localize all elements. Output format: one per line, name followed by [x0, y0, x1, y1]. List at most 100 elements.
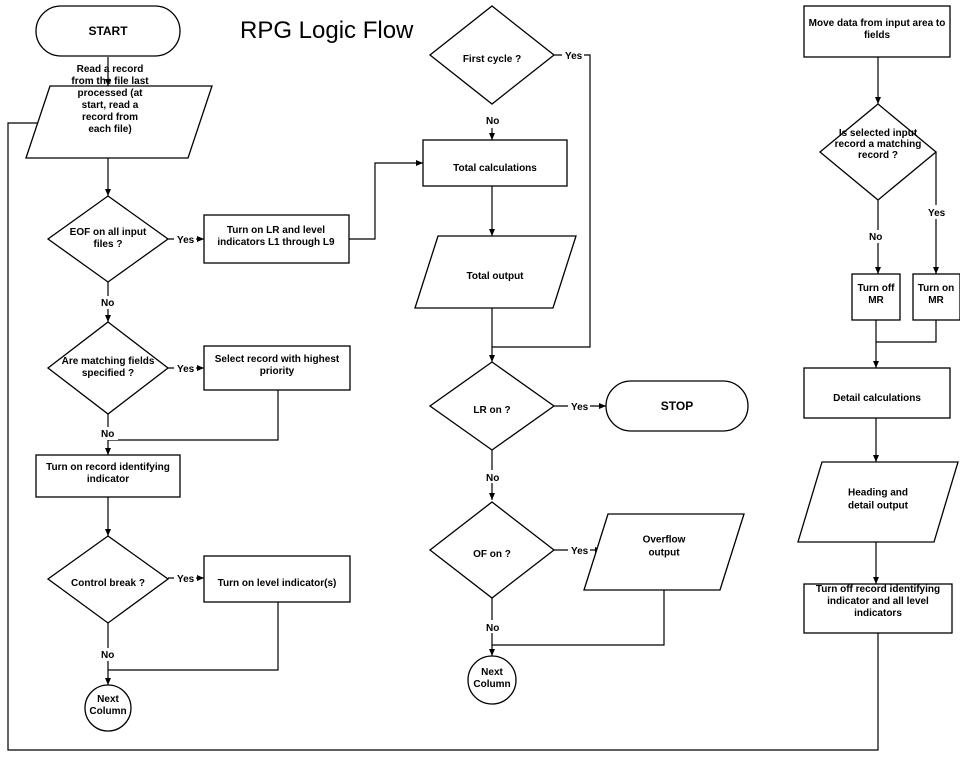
yes-label-eof: Yes: [177, 235, 195, 246]
shape-text-line: OF on ?: [473, 549, 511, 560]
shape-text-line: Turn on level indicator(s): [218, 578, 337, 589]
shape-text-line: Heading and: [848, 488, 908, 499]
shape-text-line: Next: [97, 694, 119, 705]
yes-label-lr: Yes: [571, 402, 589, 413]
svg-text:Total output: Total output: [466, 271, 524, 282]
shape-text-line: Total calculations: [453, 163, 537, 174]
total-output-box: Total output: [414, 235, 577, 309]
shape-text-line: Control break ?: [71, 578, 145, 589]
shape-text-line: Column: [473, 679, 510, 690]
no-label-of: No: [486, 623, 499, 634]
shape-text-line: record from: [82, 112, 138, 123]
shape-text-line: detail output: [848, 501, 909, 512]
shape-text-line: indicator and all level: [827, 596, 929, 607]
shape-text-line: Next: [481, 667, 503, 678]
svg-text:Detail calculations: Detail calculations: [833, 393, 921, 404]
svg-text:OF on ?: OF on ?: [473, 549, 511, 560]
shape-text-line: record a matching: [835, 139, 922, 150]
shape-text-line: EOF on all input: [70, 227, 147, 238]
no-label-control-break: No: [101, 650, 114, 661]
shape-text-line: output: [648, 548, 680, 559]
shape-text-line: processed (at: [77, 88, 143, 99]
shape-text-line: indicator: [87, 474, 129, 485]
yes-label-of: Yes: [571, 546, 589, 557]
shape-text-line: Read a record: [77, 64, 144, 75]
shape-text-line: Turn off record identifying: [816, 584, 940, 595]
total-calculations-box: Total calculations: [422, 139, 568, 187]
shape-text-line: files ?: [94, 239, 123, 250]
svg-text:START: START: [88, 24, 128, 38]
shape-text-line: LR on ?: [473, 405, 510, 416]
branch-labels: Yes No Yes No Yes No Yes No Yes No Yes N…: [98, 48, 947, 661]
detail-calculations-box: Detail calculations: [803, 367, 951, 419]
shape-text-line: Turn off: [857, 283, 895, 294]
shape-text-line: specified ?: [82, 368, 134, 379]
shape-text-line: Total output: [466, 271, 524, 282]
yes-label-matching-record: Yes: [928, 208, 946, 219]
no-label-matching-record: No: [869, 232, 882, 243]
yes-label-control-break: Yes: [177, 574, 195, 585]
shape-text-line: Select record with highest: [215, 354, 340, 365]
first-cycle-decision: First cycle ?: [428, 5, 556, 105]
shape-text-line: Detail calculations: [833, 393, 921, 404]
shape-text-line: First cycle ?: [463, 54, 521, 65]
svg-text:Total calculations: Total calculations: [453, 163, 537, 174]
svg-text:LR on ?: LR on ?: [473, 405, 510, 416]
shape-text-line: Are matching fields: [62, 356, 155, 367]
shape-text-line: indicators L1 through L9: [217, 237, 335, 248]
shape-text-line: Overflow: [643, 535, 686, 546]
yes-label-first-cycle: Yes: [565, 51, 583, 62]
shape-text-line: Move data from input area to: [809, 18, 946, 29]
shape-text-line: record ?: [858, 150, 898, 161]
lr-on-decision: LR on ?: [428, 361, 556, 451]
no-label-eof: No: [101, 298, 114, 309]
start-terminator: START: [35, 5, 181, 57]
svg-text:Control break ?: Control break ?: [71, 578, 145, 589]
stop-terminator: STOP: [605, 380, 749, 432]
shape-text-line: from the file last: [71, 76, 149, 87]
shape-text-line: start, read a: [82, 100, 139, 111]
shape-text-line: Turn on: [918, 283, 954, 294]
overflow-output-box: Overflow output: [583, 513, 745, 591]
diagram-title: RPG Logic Flow: [240, 17, 414, 44]
no-label-matching: No: [101, 429, 114, 440]
no-label-lr: No: [486, 473, 499, 484]
shape-text-line: MR: [868, 295, 884, 306]
no-label-first-cycle: No: [486, 116, 499, 127]
svg-text:Turn on level indicator(s): Turn on level indicator(s): [218, 578, 337, 589]
shape-text-line: Column: [89, 706, 126, 717]
shape-text-line: each file): [88, 124, 131, 135]
of-on-decision: OF on ?: [428, 501, 556, 599]
heading-detail-output-box: Heading and detail output: [797, 461, 959, 543]
svg-text:STOP: STOP: [661, 399, 693, 413]
shape-text-line: Turn on record identifying: [46, 462, 170, 473]
turn-on-level-box: Turn on level indicator(s): [203, 555, 351, 603]
yes-label-matching: Yes: [177, 364, 195, 375]
